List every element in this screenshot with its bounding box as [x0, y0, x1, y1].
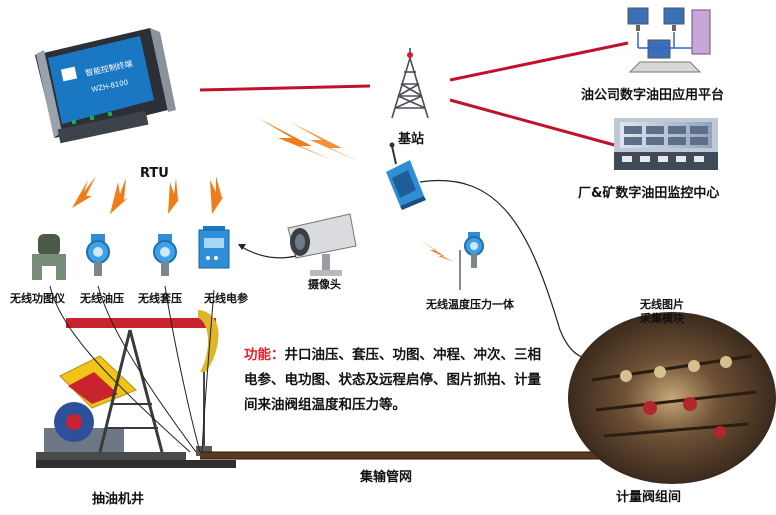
function-heading: 功能：	[244, 347, 285, 363]
base-to-monitor-link	[449, 98, 619, 148]
base-station-label: 基站	[398, 132, 425, 147]
monitor-center-label: 厂&矿数字油田监控中心	[578, 186, 720, 201]
monitor-center-photo	[614, 118, 718, 170]
oil-pressure-sensor-icon	[86, 234, 110, 276]
image-module-label-1: 无线图片	[640, 298, 684, 311]
pipeline-label: 集输管网	[360, 470, 413, 485]
antenna-tip-icon	[407, 52, 413, 58]
function-text: 井口油压、套压、功图、冲程、冲次、三相电参、电功图、状态及远程启停、图片抓拍、计…	[244, 347, 541, 413]
dynamometer-sensor-icon	[32, 234, 66, 280]
sensor-wires	[49, 285, 215, 453]
base-station-tower-icon	[391, 48, 429, 119]
valve-group-label: 计量阀组间	[616, 490, 682, 505]
electric-meter-sensor-icon	[198, 226, 230, 269]
valve-group-photo	[568, 312, 776, 484]
function-description: 功能：井口油压、套压、功图、冲程、冲次、三相电参、电功图、状态及远程启停、图片抓…	[244, 343, 544, 418]
oil-pressure-label: 无线油压	[80, 292, 124, 305]
casing-pressure-sensor-icon	[153, 234, 177, 276]
temp-pressure-sensor-icon	[459, 232, 484, 290]
arrow-icon	[238, 244, 246, 250]
pumping-unit-label: 抽油机井	[92, 492, 145, 507]
temp-pressure-label: 无线温度压力一体	[426, 298, 514, 311]
dynamometer-label: 无线功图仪	[10, 292, 65, 305]
camera-cable	[239, 245, 297, 259]
rtu-label: RTU	[140, 166, 169, 181]
electric-label: 无线电参	[204, 292, 248, 305]
platform-label: 油公司数字油田应用平台	[581, 88, 725, 103]
camera-icon	[287, 213, 357, 276]
rtu-to-base-link	[199, 84, 371, 92]
platform-computers-icon	[627, 7, 711, 73]
pumpjack-icon	[36, 310, 236, 468]
wireless-gateway-icon	[386, 142, 426, 210]
base-to-platform-link	[449, 41, 629, 82]
camera-label: 摄像头	[308, 278, 341, 291]
casing-pressure-label: 无线套压	[138, 292, 182, 305]
pipeline	[200, 451, 620, 460]
signal-icon	[72, 118, 454, 262]
rtu-device-icon	[35, 28, 176, 144]
image-module-label-2: 采集模块	[640, 312, 684, 325]
